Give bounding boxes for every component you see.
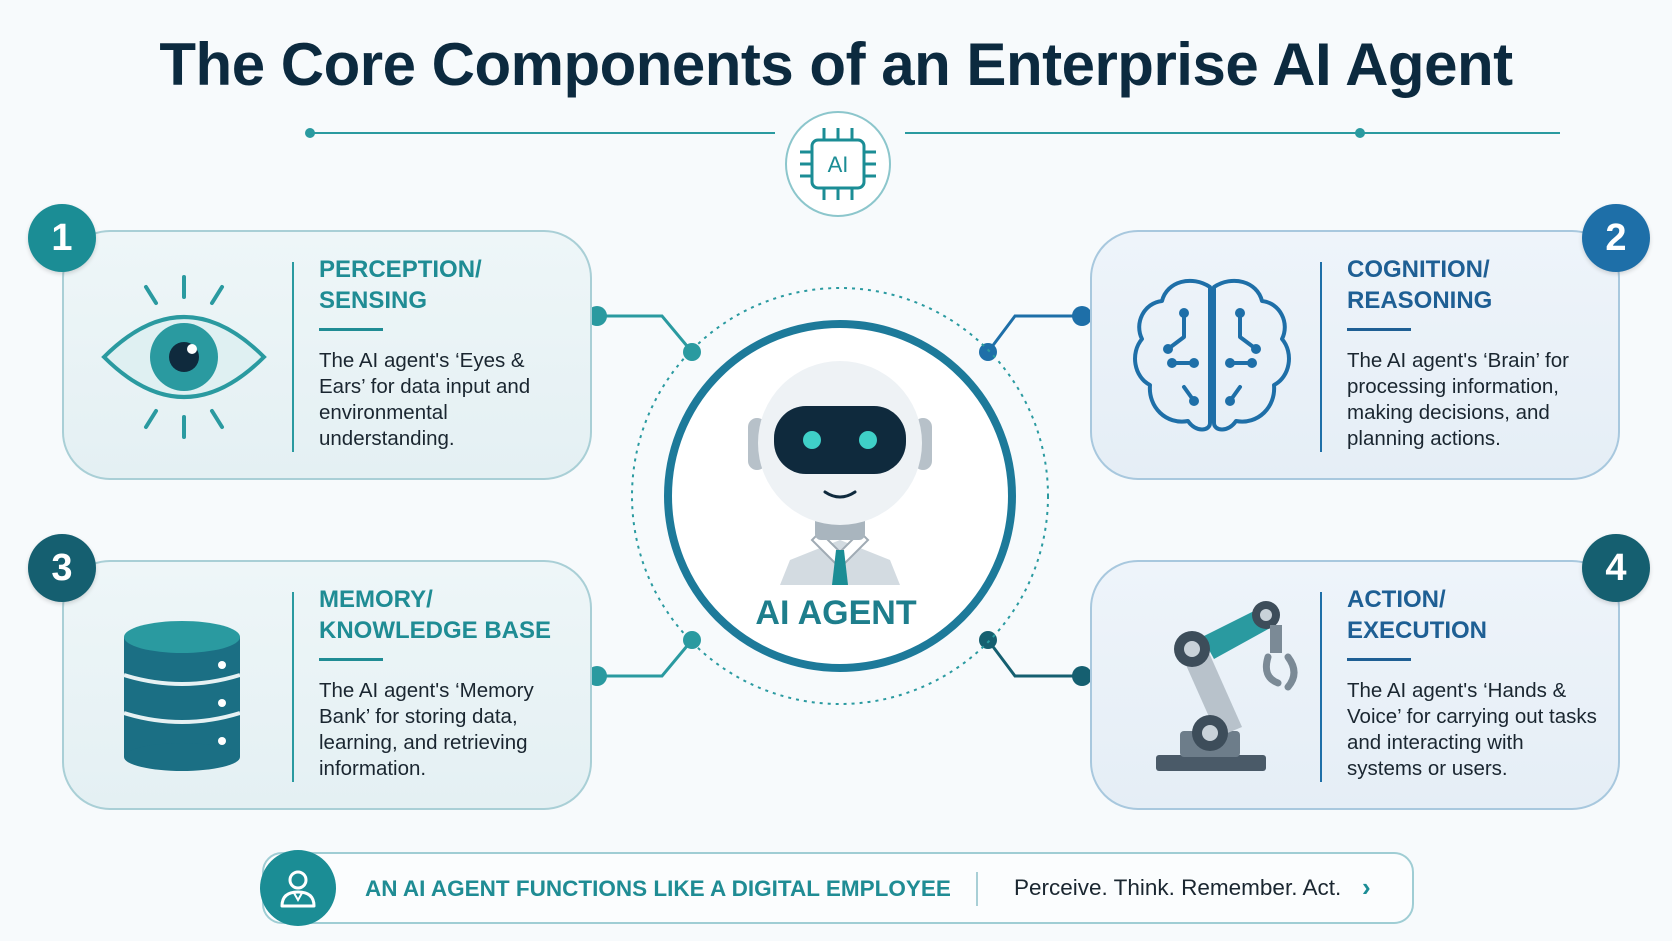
employee-icon: [260, 850, 336, 926]
database-icon: [123, 621, 241, 771]
card-description: The AI agent's ‘Brain’ for processing in…: [1347, 349, 1569, 450]
card-title: ACTION/ EXECUTION: [1347, 586, 1488, 644]
chip-label: AI: [828, 152, 849, 177]
number-badge-1: 1: [28, 204, 96, 272]
number-badge-3: 3: [28, 534, 96, 602]
banner-tagline: Perceive. Think. Remember. Act.: [1014, 875, 1342, 900]
card-cognition: COGNITION/ REASONING The AI agent's ‘Bra…: [1090, 230, 1620, 480]
banner-divider: [976, 872, 978, 906]
page-title: The Core Components of an Enterprise AI …: [159, 31, 1513, 98]
card-description: The AI agent's ‘Eyes & Ears’ for data in…: [319, 349, 531, 450]
number-badge-2: 2: [1582, 204, 1650, 272]
card-title: PERCEPTION/ SENSING: [319, 256, 482, 314]
summary-banner: [262, 852, 1414, 924]
eye-icon: [101, 275, 267, 439]
card-memory: MEMORY/ KNOWLEDGE BASE The AI agent's ‘M…: [62, 560, 592, 810]
chip-icon: AI: [785, 111, 891, 217]
center-label: AI AGENT: [755, 594, 917, 632]
card-title: MEMORY/ KNOWLEDGE BASE: [319, 586, 552, 644]
card-title: COGNITION/ REASONING: [1347, 256, 1493, 314]
robotic-arm-icon: [1156, 601, 1298, 771]
number-badge-4: 4: [1582, 534, 1650, 602]
card-description: The AI agent's ‘Memory Bank’ for storing…: [319, 679, 534, 780]
card-perception: PERCEPTION/ SENSING The AI agent's ‘Eyes…: [62, 230, 592, 480]
chevron-right-icon[interactable]: ›: [1362, 872, 1371, 902]
banner-title: AN AI AGENT FUNCTIONS LIKE A DIGITAL EMP…: [365, 876, 951, 901]
card-description: The AI agent's ‘Hands & Voice’ for carry…: [1347, 679, 1597, 780]
brain-icon: [1133, 278, 1291, 432]
robot-icon: [748, 361, 932, 585]
card-action: ACTION/ EXECUTION The AI agent's ‘Hands …: [1090, 560, 1620, 810]
